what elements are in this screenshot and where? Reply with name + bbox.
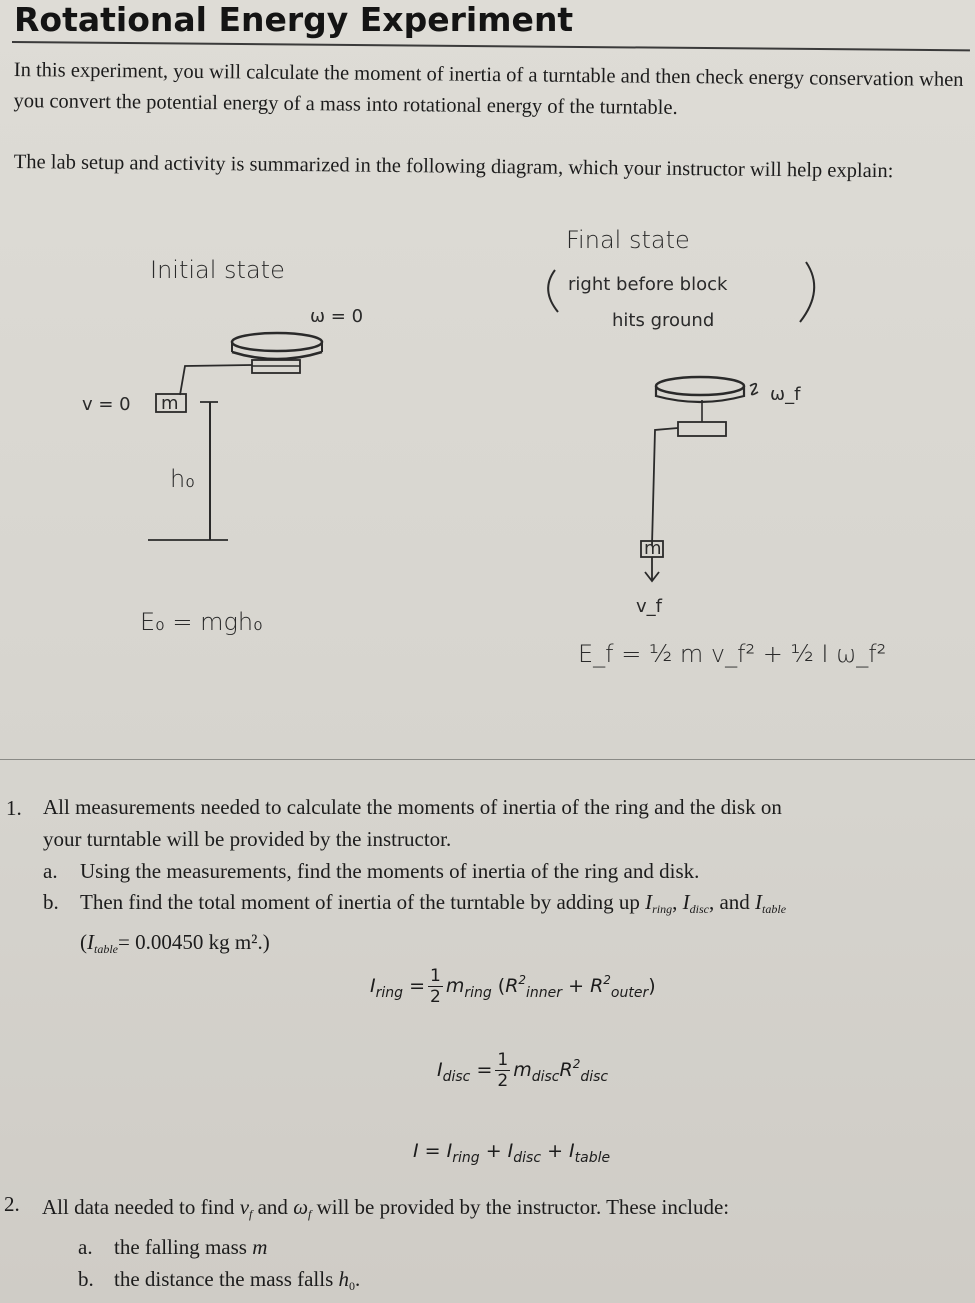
final-mass-block: m [640,538,664,583]
final-state-label: Final state [566,226,690,254]
q2-number: 2. [4,1192,20,1216]
q2b-label: b. [78,1267,94,1291]
q1-number: 1. [6,796,22,820]
final-omega-label: ω_f [770,384,801,405]
final-turntable [651,375,759,546]
i-ring-symbol: Iring [645,890,673,916]
q2a-text: the falling mass [114,1235,247,1259]
q1b-text: Then find the total moment of inertia of… [80,890,640,914]
formula-total: I = Iring + Idisc + Itable [413,1140,611,1166]
q2-and: and [257,1195,288,1219]
intro-paragraph-2: The lab setup and activity is summarized… [13,150,894,183]
v-f-symbol: vf [239,1195,253,1221]
q2-text-b: will be provided by the instructor. Thes… [316,1195,730,1219]
initial-mass-block: m [155,393,187,414]
q2-text-a: All data needed to find [42,1195,235,1219]
i-disc-symbol: Idisc [682,890,709,916]
q2a-label: a. [78,1235,93,1259]
final-velocity-label: v_f [636,596,663,617]
initial-omega-label: ω = 0 [310,306,363,327]
omega-f-symbol: ωf [293,1195,312,1221]
q1b-label: b. [43,890,59,914]
q1b-line: Then find the total moment of inertia of… [80,890,787,916]
q2a-line: the falling mass m [114,1232,267,1263]
initial-height-label: h₀ [170,465,195,493]
h0-symbol: h0 [338,1267,356,1293]
i-table-note: (Itable= 0.00450 kg m².) [80,930,270,956]
q1-line-2: your turntable will be provided by the i… [43,827,452,851]
final-mass-label: m [644,538,662,559]
setup-diagram: Initial state ω = 0 v = 0 m h₀ E₀ = mgh₀… [82,226,886,668]
q1a-label: a. [43,859,58,883]
page-title: Rotational Energy Experiment [14,0,574,39]
mass-symbol: m [252,1235,268,1259]
initial-state-label: Initial state [150,256,285,284]
q2-line: All data needed to find vf and ωf will b… [42,1192,967,1230]
section-divider [0,759,975,760]
i-table-symbol: Itable [755,890,787,916]
height-indicator [148,401,228,541]
q2b-text: the distance the mass falls [114,1267,334,1291]
q1-line-1: All measurements needed to calculate the… [43,795,782,819]
q2b-line: the distance the mass falls h0. [114,1267,361,1293]
i-table-value: = 0.00450 kg m².) [118,930,270,954]
title-underline [11,41,970,52]
intro-paragraph-1: In this experiment, you will calculate t… [13,58,964,119]
q1b-and: and [719,890,750,914]
initial-mass-label: m [161,393,179,414]
q1a-text: Using the measurements, find the moments… [80,859,700,883]
final-note-line-1: right before block [568,274,728,295]
initial-energy-label: E₀ = mgh₀ [140,608,263,636]
final-note-line-2: hits ground [612,310,714,331]
initial-velocity-label: v = 0 [82,394,131,415]
final-energy-label: E_f = ½ m v_f² + ½ I ω_f² [578,640,886,668]
initial-turntable [179,331,324,396]
